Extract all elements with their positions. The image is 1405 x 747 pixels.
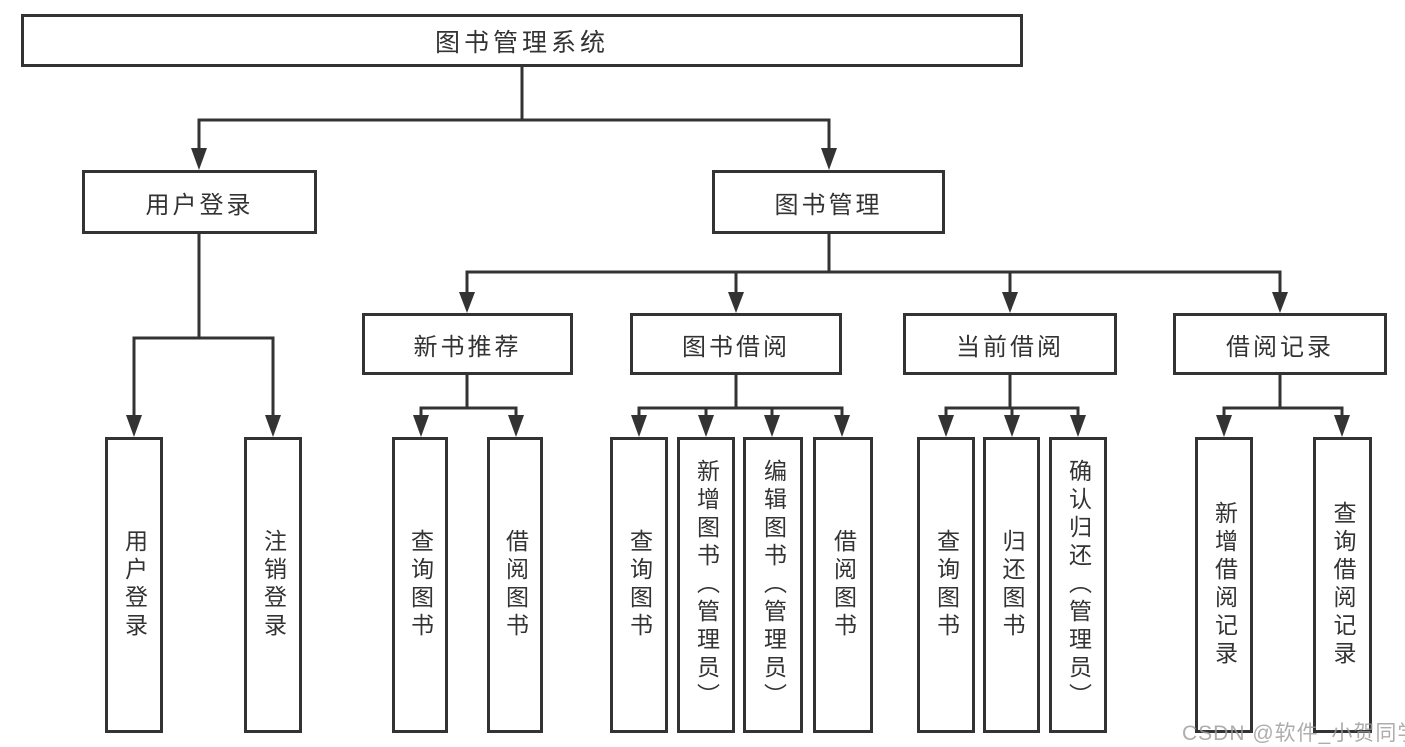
node-label: 归还图书 [999,529,1025,641]
leaf-current-return-books: 归还图书 [983,437,1040,733]
csdn-watermark: CSDN @软件_小贺同学 [1182,722,1405,745]
node-label: 查询图书 [626,529,653,641]
connector-borrow-records-to-leaves [1216,375,1350,437]
connector-user-login-to-leaves [126,234,281,437]
connector-current-borrow-to-leaves [938,375,1086,437]
node-borrow-records: 借阅记录 [1173,313,1387,375]
node-label: 编辑图书（管理员） [760,459,787,711]
node-label: 新增图书（管理员） [693,459,720,711]
leaf-rec-borrow-books: 借阅图书 [487,437,543,733]
node-new-book-recommend: 新书推荐 [362,313,573,375]
leaf-borrow-query-books: 查询图书 [610,437,668,733]
leaf-rec-query-books: 查询图书 [392,437,448,733]
leaf-records-add-record: 新增借阅记录 [1195,437,1253,733]
node-user-login: 用户登录 [82,170,317,234]
node-library-system: 图书管理系统 [21,14,1023,67]
node-current-borrowing: 当前借阅 [903,313,1117,375]
node-label: 借阅图书 [502,529,529,641]
connector-book-borrow-to-leaves [631,375,850,437]
node-book-management: 图书管理 [712,170,945,234]
node-label: 查询图书 [407,529,434,641]
node-label: 查询借阅记录 [1330,501,1356,669]
leaf-borrow-borrow-books: 借阅图书 [813,437,873,733]
node-label: 注销登录 [260,529,287,641]
connector-new-book-rec-to-leaves [413,375,524,437]
node-label: 新增借阅记录 [1211,501,1238,669]
node-label: 借阅图书 [830,529,857,641]
node-book-borrowing: 图书借阅 [630,313,842,375]
node-label: 查询图书 [933,529,960,641]
connector-root-to-level2 [191,67,837,170]
leaf-borrow-edit-books-admin: 编辑图书（管理员） [743,437,803,733]
leaf-current-query-books: 查询图书 [917,437,975,733]
leaf-logout: 注销登录 [244,437,302,733]
leaf-user-login: 用户登录 [105,437,163,733]
node-label: 确认归还（管理员） [1065,459,1092,711]
node-label: 用户登录 [121,529,148,641]
leaf-borrow-add-books-admin: 新增图书（管理员） [677,437,735,733]
leaf-records-query-record: 查询借阅记录 [1313,437,1372,733]
connector-book-mgmt-to-level3 [459,234,1288,313]
leaf-current-confirm-return-admin: 确认归还（管理员） [1049,437,1107,733]
